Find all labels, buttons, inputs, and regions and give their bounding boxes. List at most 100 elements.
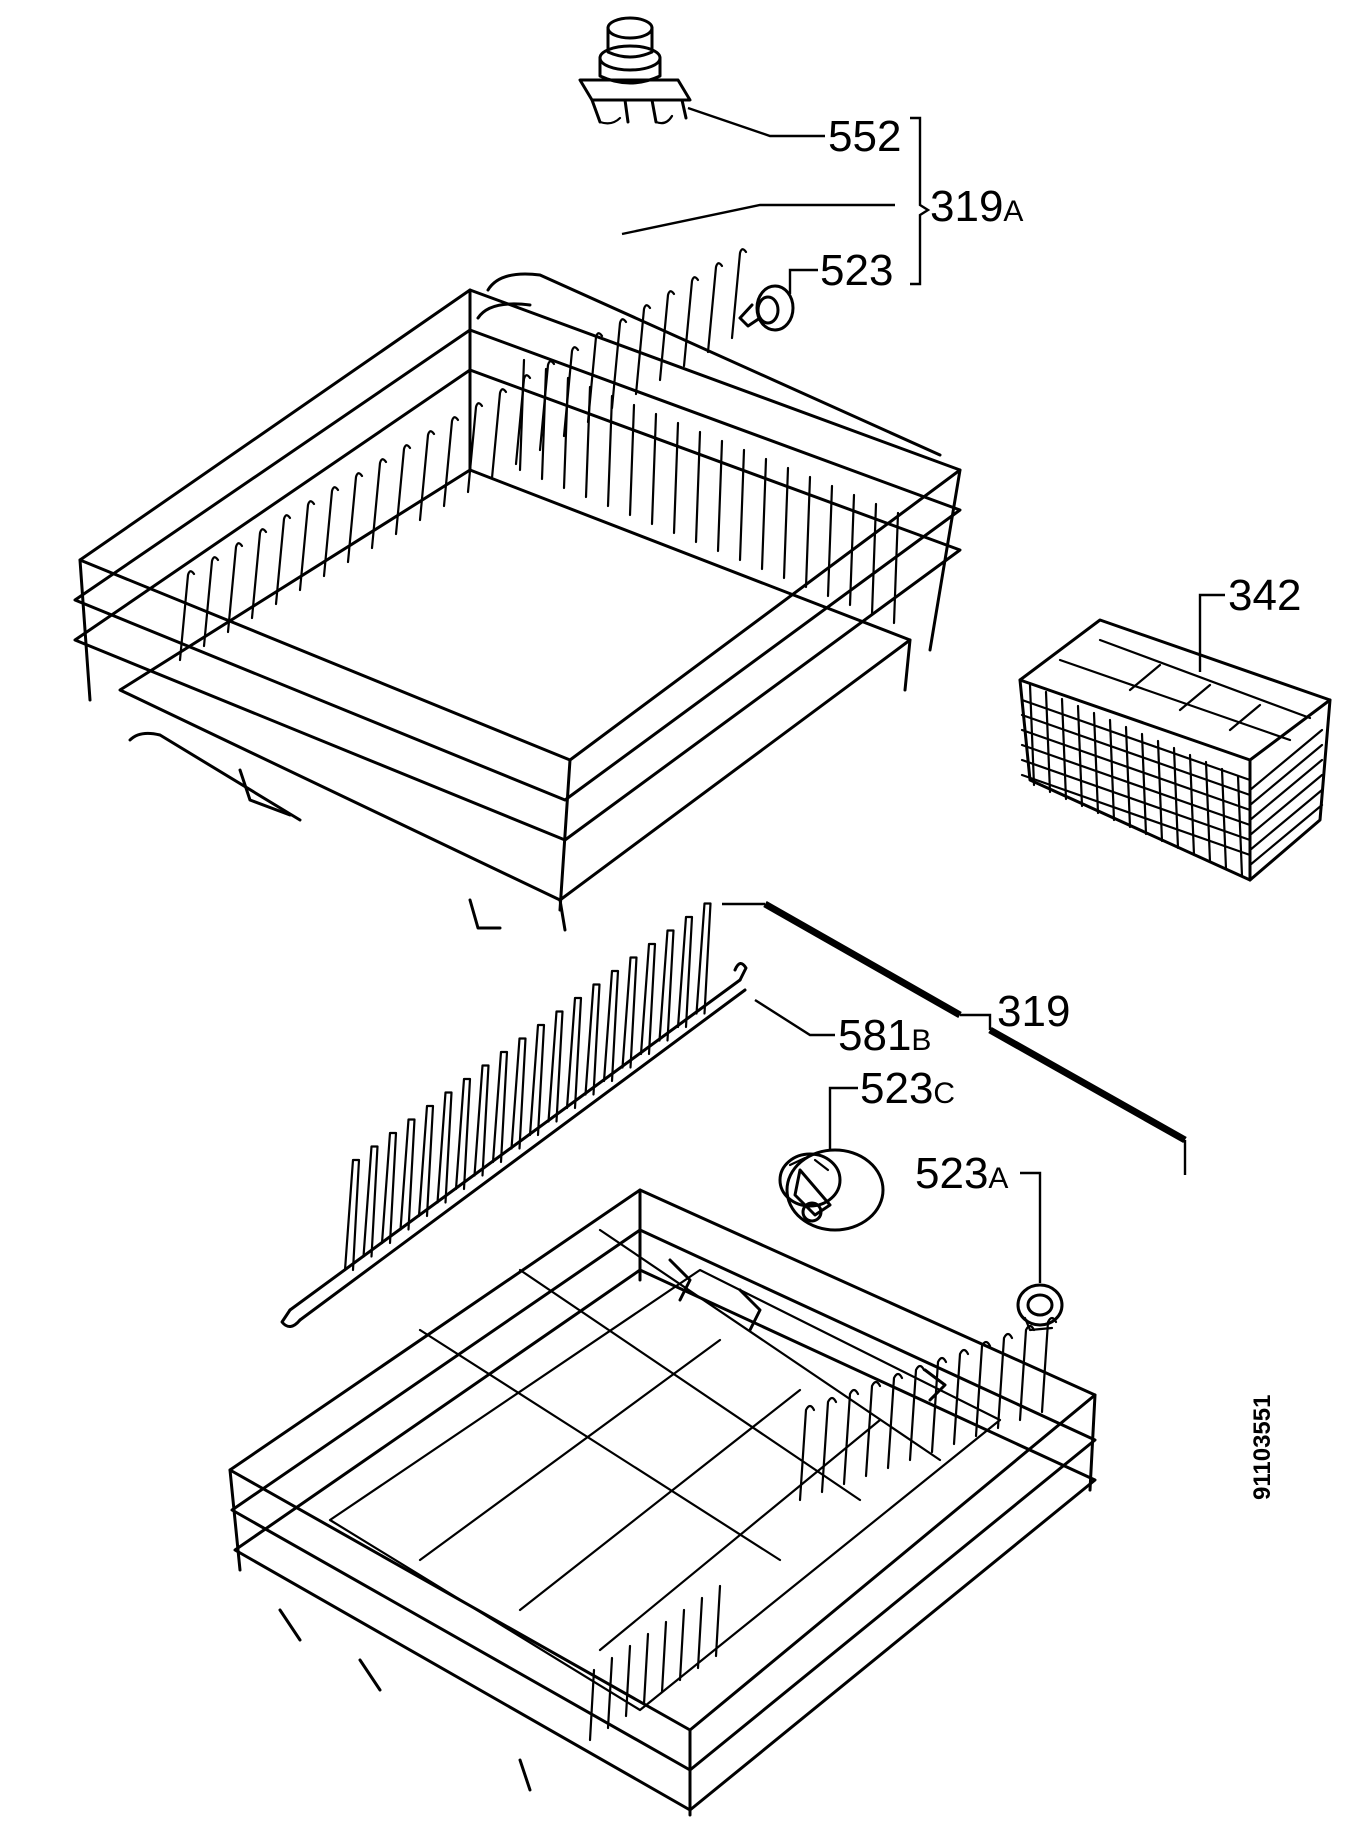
basket-grid-bar [1124, 725, 1132, 829]
lower-basket-tine [696, 1596, 704, 1670]
upper-basket-tine [738, 448, 746, 562]
upper-basket-tine [610, 318, 628, 410]
rack-tine [602, 969, 620, 1083]
upper-basket-tine [658, 290, 676, 382]
lower-basket-tine [1040, 1316, 1058, 1414]
part-523c-wheel [778, 1148, 885, 1232]
lower-basket-tine [588, 1668, 596, 1742]
lower-basket-tine [996, 1332, 1014, 1430]
basket-grid-bar [1248, 788, 1324, 852]
upper-basket-tine [584, 385, 592, 499]
rack-tine [547, 1010, 564, 1123]
upper-basket-tine [586, 332, 604, 424]
basket-grid-bar [1020, 758, 1252, 842]
lower-basket-tine [864, 1380, 882, 1478]
upper-basket-tine [490, 388, 508, 480]
lower-basket-tine [930, 1356, 948, 1454]
rack-tine [565, 996, 583, 1110]
callout-581b: 581B [838, 1011, 931, 1060]
rack-tine [454, 1077, 472, 1191]
basket-grid-bar [1108, 718, 1116, 822]
callout-523c-suffix: C [933, 1077, 955, 1110]
upper-basket-tine [826, 484, 834, 598]
upper-basket-tine [682, 276, 700, 368]
upper-basket-tine [442, 416, 460, 508]
basket-grid-bar [1248, 743, 1324, 807]
upper-basket-tine [694, 430, 702, 544]
rack-tine [584, 983, 601, 1096]
drawing-number: 91103551 [1249, 1395, 1276, 1500]
callout-319a: 319A [930, 182, 1023, 231]
lower-basket-tine [1018, 1324, 1036, 1422]
upper-basket-tine [518, 358, 526, 472]
part-342-cutlery-basket [1018, 618, 1332, 882]
upper-basket-tine [760, 457, 768, 571]
leader-319 [722, 900, 1187, 1175]
upper-basket-tine [370, 458, 388, 550]
upper-basket-tine [782, 466, 790, 580]
upper-basket-tine [466, 402, 484, 494]
rack-tine [417, 1104, 435, 1218]
part-581b-tine-rack [280, 902, 748, 1328]
upper-basket-tine [394, 444, 412, 536]
upper-basket-tine [250, 528, 268, 620]
upper-basket-tine [650, 412, 658, 526]
rack-tine [380, 1131, 398, 1245]
lower-basket-tine [974, 1340, 992, 1438]
basket-grid-bar [1236, 774, 1244, 878]
rack-tine [676, 915, 694, 1029]
basket-grid-bar [1248, 728, 1324, 792]
upper-basket-tine [538, 360, 556, 452]
upper-basket-tine [672, 421, 680, 535]
rack-tine [436, 1091, 453, 1204]
upper-basket-tine [716, 439, 724, 553]
upper-basket-tine [226, 542, 244, 634]
upper-basket-tine [606, 394, 614, 508]
upper-basket-tine [346, 472, 364, 564]
callout-552: 552 [828, 112, 901, 161]
rack-tine [362, 1145, 379, 1258]
part-552-roller-assembly [578, 16, 692, 125]
upper-basket-tine [298, 500, 316, 592]
upper-basket-tine [730, 248, 748, 340]
lower-basket-tine [820, 1396, 838, 1494]
lower-basket-tine [606, 1656, 614, 1730]
upper-basket-tine [202, 556, 220, 648]
upper-basket-tine [706, 262, 724, 354]
rack-tine [621, 956, 638, 1069]
part-523a-wheel [1016, 1283, 1064, 1332]
rack-tine [510, 1037, 527, 1150]
basket-grid-bar [1248, 773, 1324, 837]
basket-grid-bar [1060, 697, 1068, 801]
rack-tine [491, 1050, 509, 1164]
rack-tine [343, 1158, 361, 1272]
upper-basket-319a [73, 248, 962, 932]
upper-basket-tine [178, 570, 196, 662]
basket-grid-bar [1044, 690, 1052, 794]
callout-523a-suffix: A [988, 1162, 1008, 1195]
lower-basket-tine [642, 1632, 650, 1706]
basket-grid-bar [1220, 767, 1228, 871]
callout-581b-number: 581 [838, 1011, 911, 1060]
callout-319a-number: 319 [930, 182, 1003, 231]
basket-grid-bar [1248, 803, 1324, 867]
lower-basket-tine [842, 1388, 860, 1486]
basket-grid-bar [1092, 711, 1100, 815]
upper-basket-tine [274, 514, 292, 606]
upper-basket-tine [562, 346, 580, 438]
leader-lines [621, 106, 1225, 1283]
part-523-wheel [738, 284, 795, 332]
upper-basket-tine [848, 493, 856, 607]
lower-basket-tine [660, 1620, 668, 1694]
rack-tine [695, 902, 712, 1015]
callout-523: 523 [820, 246, 893, 295]
basket-grid-bar [1156, 739, 1164, 843]
upper-basket-tine [870, 502, 878, 616]
basket-grid-bar [1020, 743, 1252, 827]
upper-basket-tine [418, 430, 436, 522]
rack-tine [399, 1118, 416, 1231]
basket-grid-bar [1020, 773, 1252, 857]
upper-basket-tine [562, 376, 570, 490]
callout-319a-suffix: A [1003, 195, 1023, 228]
